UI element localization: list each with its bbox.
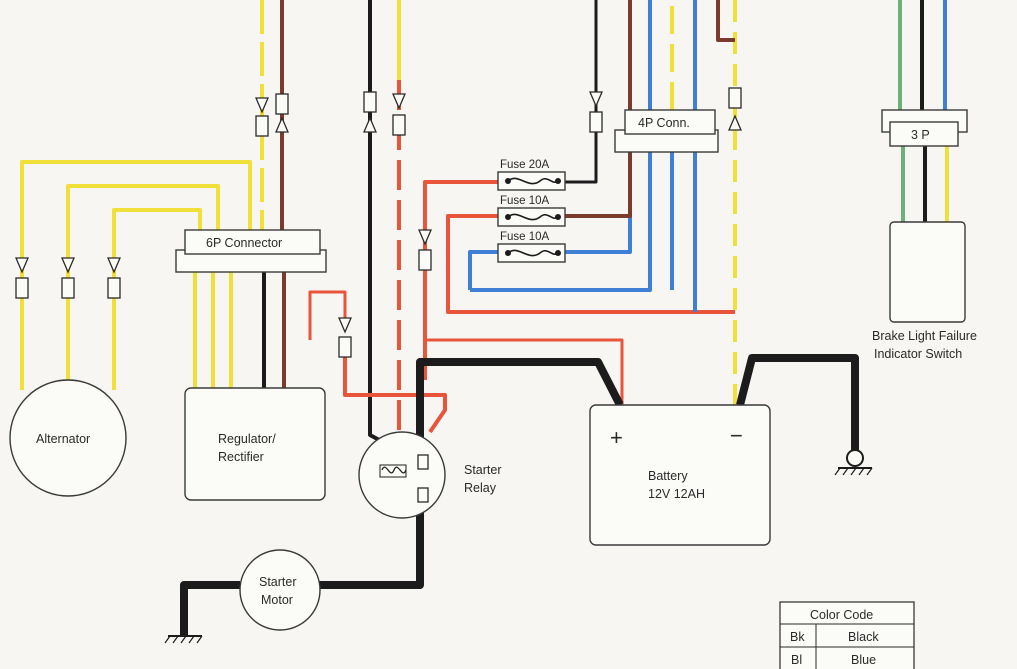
six-p-upper-plug-1 <box>255 97 269 137</box>
brake-switch-label-line1: Brake Light Failure <box>872 329 977 343</box>
starter-motor: Starter Motor <box>239 549 321 631</box>
starter-relay: Starter Relay <box>358 431 502 519</box>
fuse-10a-2-label: Fuse 10A <box>500 231 550 243</box>
starter-relay-label-line1: Starter <box>464 463 502 477</box>
color-code-row-name: Blue <box>851 653 876 667</box>
starter-motor-label-line2: Motor <box>261 593 293 607</box>
regulator-label-line1: Regulator/ <box>218 432 276 446</box>
battery-minus-terminal: − <box>730 423 743 448</box>
ground-battery <box>834 449 873 476</box>
alternator-plug-2 <box>61 257 75 299</box>
wires <box>20 0 949 635</box>
alternator-plug-3 <box>107 257 121 299</box>
fuse-feed-plug <box>418 229 432 271</box>
fuse-20a-label: Fuse 20A <box>500 159 550 171</box>
battery-plus-terminal: + <box>610 425 623 450</box>
fuse-10a-2: Fuse 10A <box>497 231 566 263</box>
starter-motor-label-line1: Starter <box>259 575 297 589</box>
alternator-yellow-wires <box>20 160 252 390</box>
fuse-10a-1: Fuse 10A <box>497 195 566 227</box>
fuse-black-plug <box>589 91 603 133</box>
relay-loop-plug <box>338 317 352 358</box>
six-p-upper-plug-2 <box>275 93 289 133</box>
brake-switch-label-line2: Indicator Switch <box>874 347 962 361</box>
black-relay-wire <box>368 0 384 444</box>
three-p-connector-label: 3 P <box>911 128 930 142</box>
six-p-to-regulator-wires <box>193 272 286 388</box>
fuse-10a-1-label: Fuse 10A <box>500 195 550 207</box>
alternator-label: Alternator <box>36 432 90 446</box>
fuse-box: Fuse 20A Fuse 10A Fuse 10A <box>497 159 566 263</box>
battery-label-line1: Battery <box>648 469 688 483</box>
color-code-table: Color Code Bk Black Bl Blue <box>779 601 915 669</box>
four-p-upper-wires <box>648 0 697 312</box>
battery: + − Battery 12V 12AH <box>589 404 771 546</box>
fuse-feed-wires <box>423 0 735 408</box>
color-code-row-name: Black <box>848 630 879 644</box>
brake-switch-wires <box>898 0 949 222</box>
three-p-connector: 3 P <box>881 109 968 147</box>
fuse-20a: Fuse 20A <box>497 159 566 191</box>
inline-plugs <box>15 87 742 358</box>
ground-starter-motor <box>164 635 203 644</box>
relay-red-plug <box>392 93 406 136</box>
color-code-row-code: Bl <box>791 653 802 667</box>
color-code-title: Color Code <box>810 608 873 622</box>
red-relay-loop-wire <box>343 340 447 434</box>
four-p-connector-label: 4P Conn. <box>638 116 690 130</box>
brake-light-failure-switch: Brake Light Failure Indicator Switch <box>872 221 977 361</box>
starter-relay-label-line2: Relay <box>464 481 497 495</box>
color-code-row-code: Bk <box>790 630 805 644</box>
regulator-label-line2: Rectifier <box>218 450 264 464</box>
six-p-connector: 6P Connector <box>175 229 327 273</box>
alternator: Alternator <box>9 379 127 497</box>
alternator-plug-1 <box>15 257 29 299</box>
red-relay-loop-top <box>308 290 347 340</box>
relay-black-plug <box>363 91 377 133</box>
battery-charge-plug <box>728 87 742 131</box>
six-p-connector-label: 6P Connector <box>206 236 282 250</box>
battery-label-line2: 12V 12AH <box>648 487 705 501</box>
regulator-rectifier: Regulator/ Rectifier <box>184 387 326 501</box>
four-p-connector: 4P Conn. <box>614 109 719 153</box>
brown-top-wire <box>716 0 735 42</box>
battery-cables <box>180 354 859 635</box>
